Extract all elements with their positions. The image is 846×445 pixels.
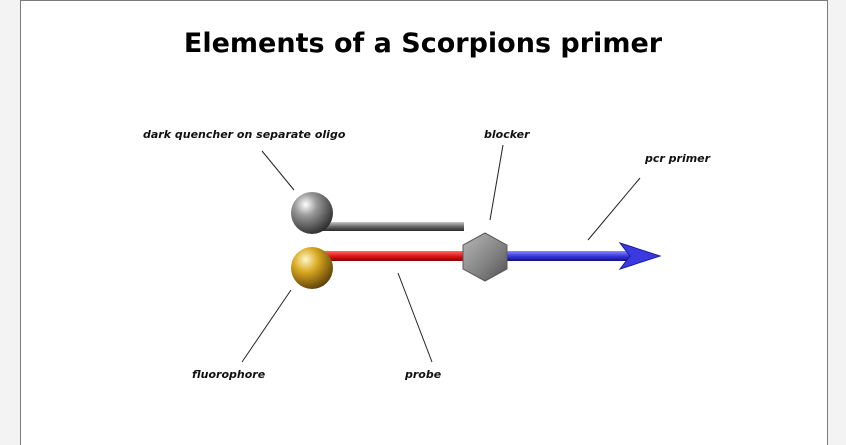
quencher-sphere [291, 192, 333, 234]
label-probe: probe [405, 368, 442, 381]
label-pcr-primer: pcr primer [645, 152, 711, 165]
pcr-primer-arrowhead [618, 242, 662, 270]
label-blocker: blocker [484, 128, 530, 141]
diagram-title: Elements of a Scorpions primer [183, 28, 663, 59]
label-fluorophore: fluorophore [192, 368, 266, 381]
quencher-leader-line [261, 150, 295, 191]
fluorophore-leader-line [241, 289, 292, 363]
fluorophore-sphere [291, 247, 333, 289]
blocker-leader-line [489, 144, 504, 221]
pcr-primer-leader-line [587, 177, 641, 241]
blocker-hexagon [462, 232, 508, 282]
label-dark-quencher: dark quencher on separate oligo [143, 128, 346, 141]
probe-bar [318, 251, 468, 261]
pcr-primer-bar [500, 251, 630, 261]
probe-leader-line [397, 272, 433, 363]
quencher-oligo-bar [318, 222, 464, 231]
